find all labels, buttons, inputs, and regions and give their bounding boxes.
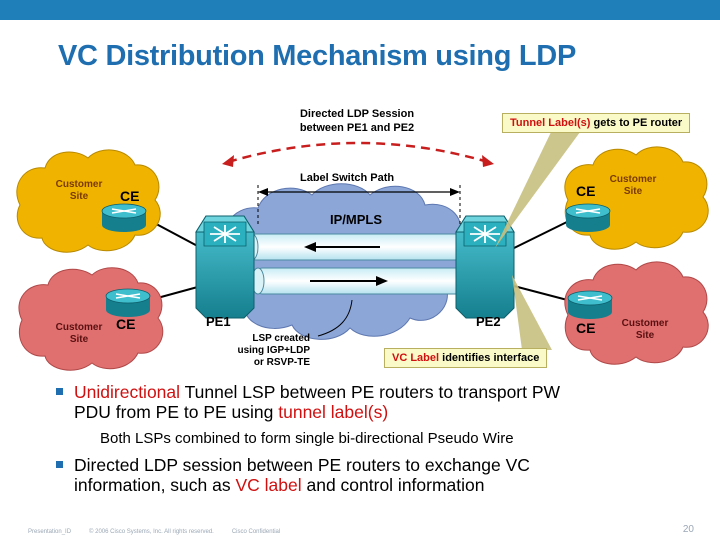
bullet-item: Unidirectional Tunnel LSP between PE rou…: [56, 382, 696, 422]
cloud-label: IP/MPLS: [330, 212, 383, 227]
ce-router-bottom-right: [567, 290, 613, 319]
ce-label: CE: [576, 183, 596, 199]
ce-router-bottom-left: [105, 288, 151, 317]
top-bar: [0, 0, 720, 20]
ce-router-top-right: [565, 203, 611, 232]
ldp-session-arc: [227, 141, 489, 164]
tunnel-callout-pointer: [495, 128, 583, 248]
pe1-label: PE1: [206, 314, 231, 329]
bullet-square-icon: [56, 388, 63, 395]
slide-title: VC Distribution Mechanism using LDP: [58, 40, 576, 72]
pe2-label: PE2: [476, 314, 501, 329]
bullet-list: Unidirectional Tunnel LSP between PE rou…: [56, 382, 696, 495]
ce-router-top-left: [101, 203, 147, 232]
link-ce-top-right: [509, 217, 576, 251]
lsp-created-pointer: [317, 299, 353, 337]
vc-label-callout: VC Label identifies interface: [384, 348, 548, 368]
tunnel-label-callout: Tunnel Label(s) gets to PE router: [502, 113, 691, 133]
customer-site-cloud-bottom-left: [18, 267, 164, 371]
customer-site-cloud-bottom-right: [564, 261, 709, 365]
bullet-item: Directed LDP session between PE routers …: [56, 455, 696, 495]
mpls-cloud: [222, 183, 468, 340]
lsp-label: Label Switch Path: [300, 172, 395, 184]
pe1-router: [195, 215, 255, 319]
link-ce-bottom-right: [509, 284, 576, 303]
page-number: 20: [682, 524, 694, 535]
ce-label: CE: [120, 188, 140, 204]
vc-callout-pointer: [512, 275, 552, 350]
footer: Presentation_ID© 2006 Cisco Systems, Inc…: [28, 529, 281, 535]
ce-label: CE: [116, 316, 136, 332]
sub-bullet: Both LSPs combined to form single bi-dir…: [100, 430, 514, 447]
bullet-square-icon: [56, 461, 63, 468]
ce-label: CE: [576, 320, 596, 336]
